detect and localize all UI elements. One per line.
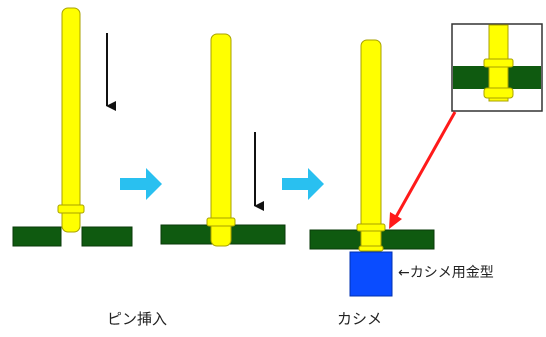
pin-collar [57,204,85,214]
pin-collar [206,217,236,227]
inset-pin-collar [483,58,514,68]
inset-pin-flare [483,87,514,99]
zoom-inset [451,23,543,112]
pin [61,7,81,233]
right-chevron-arrow-icon [120,168,162,200]
right-chevron-arrow-icon [282,168,324,200]
pin-flare-bottom [358,245,384,252]
pin-collar [356,223,386,232]
stage-1-pin-before-insertion [12,7,133,247]
pin [360,39,382,251]
pin [210,33,232,247]
stage-3-crimping [309,39,435,297]
crimping-die [349,251,393,297]
label-crimping-die: ←カシメ用金型 [398,265,494,281]
diagonal-arrow-icon [389,111,457,229]
board-right-piece [81,226,133,247]
label-crimping: カシメ [337,310,383,328]
stage-2-pin-inserted [160,33,286,247]
board-left-piece [12,226,62,247]
label-pin-insertion: ピン挿入 [107,310,168,328]
